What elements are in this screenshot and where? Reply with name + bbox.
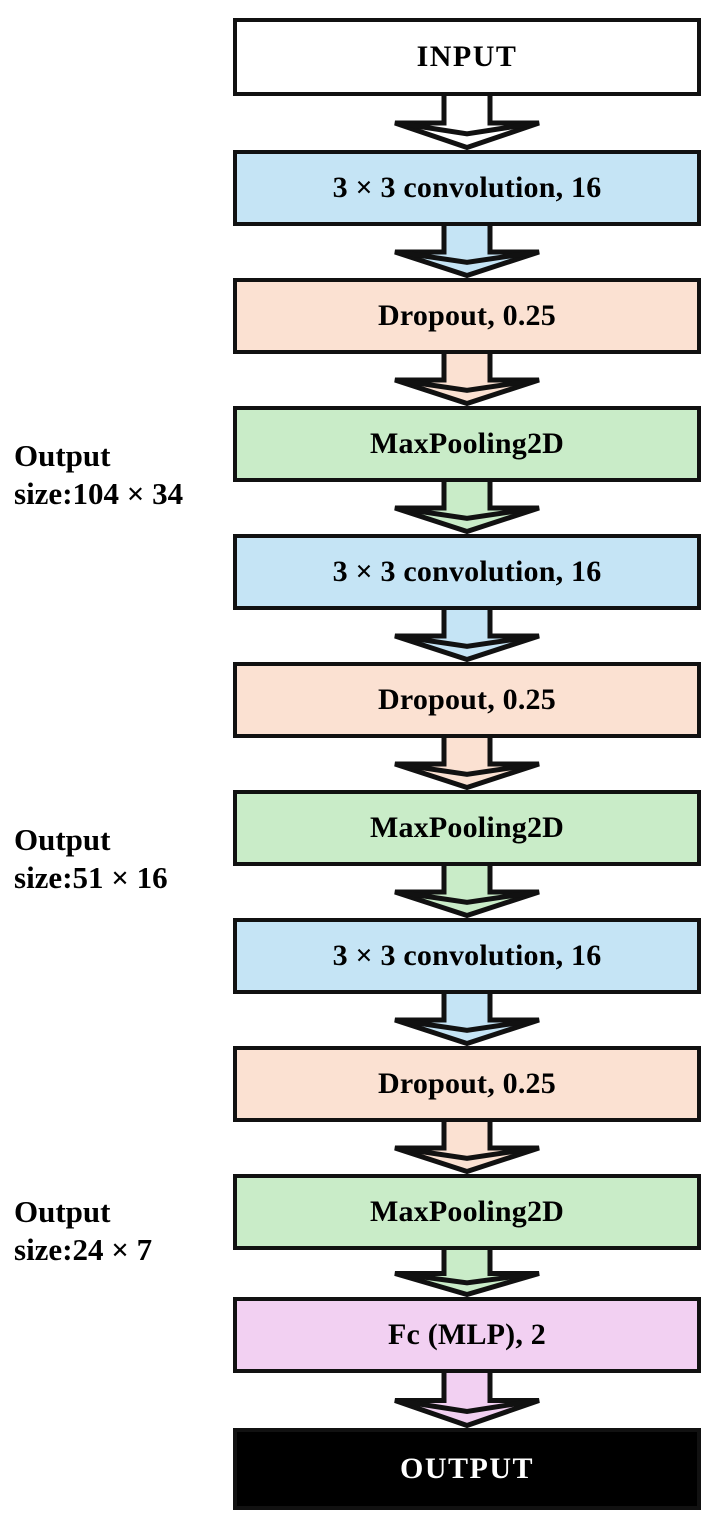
layer-label-dropout1: Dropout, 0.25 <box>378 299 556 332</box>
layer-box-conv3: 3 × 3 convolution, 16 <box>233 918 701 994</box>
layer-label-output: OUTPUT <box>399 1452 534 1485</box>
annotation-line-1: Output <box>14 1194 111 1229</box>
flow-arrow-icon <box>392 482 542 534</box>
flow-arrow-icon <box>392 354 542 406</box>
layer-label-pool2: MaxPooling2D <box>369 811 565 844</box>
layer-box-pool2: MaxPooling2D <box>233 790 701 866</box>
layer-box-input: INPUT <box>233 18 701 96</box>
layer-label-dropout3: Dropout, 0.25 <box>378 1067 556 1100</box>
flow-arrow-icon <box>392 994 542 1046</box>
annotation-line-2: size:24 × 7 <box>14 1231 153 1267</box>
flow-arrow-icon <box>392 610 542 662</box>
flow-arrow-icon <box>392 96 542 150</box>
annotation-line-1: Output <box>14 822 111 857</box>
layer-label-input: INPUT <box>416 40 518 73</box>
layer-label-pool3: MaxPooling2D <box>369 1195 565 1228</box>
flow-arrow-icon <box>392 1373 542 1428</box>
layer-box-dropout3: Dropout, 0.25 <box>233 1046 701 1122</box>
layer-box-pool3: MaxPooling2D <box>233 1174 701 1250</box>
layer-label-pool1: MaxPooling2D <box>369 427 565 460</box>
flow-arrow-icon <box>392 1250 542 1297</box>
layer-box-dropout1: Dropout, 0.25 <box>233 278 701 354</box>
flow-arrow-icon <box>392 226 542 278</box>
layer-label-dropout2: Dropout, 0.25 <box>378 683 556 716</box>
layer-box-pool1: MaxPooling2D <box>233 406 701 482</box>
flow-arrow-icon <box>392 738 542 790</box>
layer-label-fc: Fc (MLP), 2 <box>388 1318 546 1351</box>
layer-label-conv1: 3 × 3 convolution, 16 <box>332 171 602 204</box>
annotation-line-2: size:51 × 16 <box>14 859 168 895</box>
flow-arrow-icon <box>392 1122 542 1174</box>
layer-box-conv1: 3 × 3 convolution, 16 <box>233 150 701 226</box>
annotation-line-1: Output <box>14 438 111 473</box>
annotation-line-2: size:104 × 34 <box>14 475 184 511</box>
layer-label-conv3: 3 × 3 convolution, 16 <box>332 939 602 972</box>
layer-box-output: OUTPUT <box>233 1428 701 1510</box>
layer-label-conv2: 3 × 3 convolution, 16 <box>332 555 602 588</box>
layer-box-dropout2: Dropout, 0.25 <box>233 662 701 738</box>
layer-box-fc: Fc (MLP), 2 <box>233 1297 701 1373</box>
layer-box-conv2: 3 × 3 convolution, 16 <box>233 534 701 610</box>
flow-arrow-icon <box>392 866 542 918</box>
